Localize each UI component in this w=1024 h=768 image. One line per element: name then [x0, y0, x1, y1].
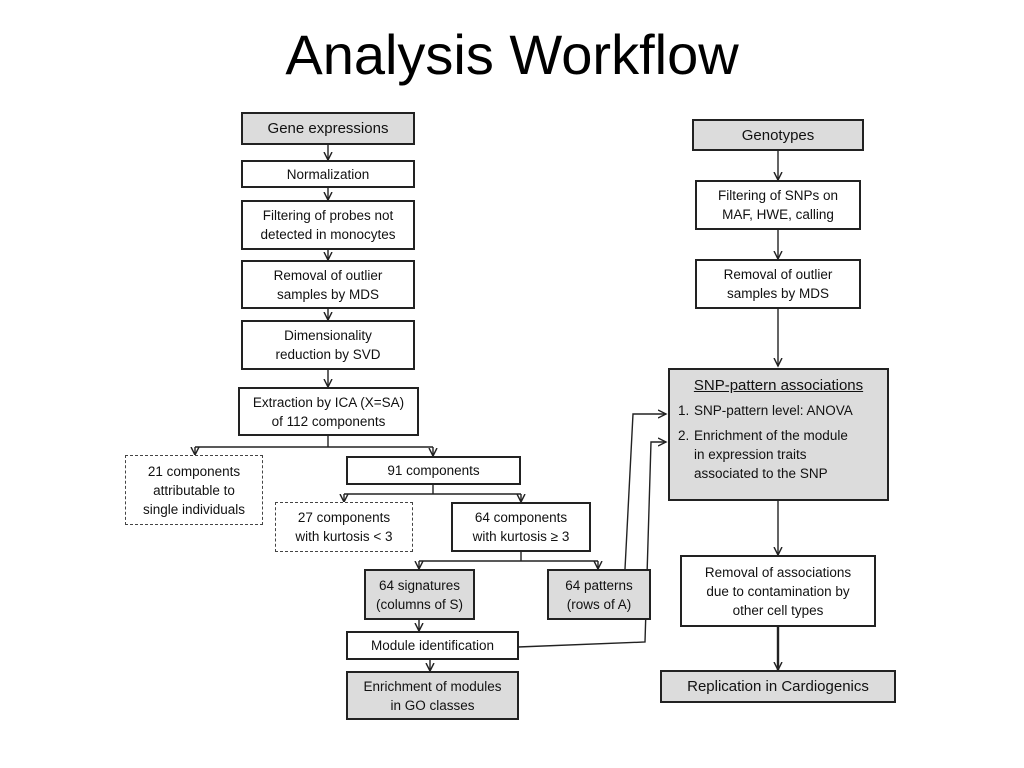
- filtering-snps-line1: Filtering of SNPs on: [717, 188, 839, 203]
- components-27-line1: 27 components: [297, 510, 391, 525]
- snp-associations-item-2: 2. Enrichment of the module in expressio…: [678, 426, 879, 483]
- components-21-box: 21 components attributable to single ind…: [125, 455, 263, 525]
- genotypes-box: Genotypes: [692, 119, 864, 151]
- snp-pattern-associations-box: SNP-pattern associations 1. SNP-pattern …: [668, 368, 889, 501]
- components-27-line2: with kurtosis < 3: [295, 529, 393, 544]
- components-21-line2: attributable to: [153, 482, 235, 498]
- patterns-box: 64 patterns (rows of A): [547, 569, 651, 620]
- removal-outlier-right-line1: Removal of outlier: [723, 267, 833, 282]
- removal-contamination-line1: Removal of associations: [704, 564, 852, 580]
- removal-outlier-left-box: Removal of outlier samples by MDS: [241, 260, 415, 309]
- components-64-line1: 64 components: [474, 510, 568, 525]
- patterns-line1: 64 patterns: [565, 577, 633, 593]
- arrow-patterns-to-snp: [624, 414, 666, 570]
- enrichment-go-line2: in GO classes: [390, 697, 475, 713]
- signatures-line2: (columns of S): [375, 596, 464, 612]
- components-91-label: 91 components: [387, 463, 480, 478]
- replication-box: Replication in Cardiogenics: [660, 670, 896, 703]
- filtering-probes-line2: detected in monocytes: [260, 227, 396, 242]
- module-identification-label: Module identification: [370, 638, 495, 653]
- module-identification-box: Module identification: [346, 631, 519, 660]
- dimensionality-line2: reduction by SVD: [275, 347, 381, 362]
- gene-expressions-label: Gene expressions: [267, 120, 389, 137]
- snp-item-2-line3: associated to the SNP: [694, 466, 828, 481]
- patterns-line2: (rows of A): [566, 596, 632, 612]
- snp-associations-item-1: 1. SNP-pattern level: ANOVA: [678, 401, 879, 420]
- snp-item-2-line1: Enrichment of the module: [694, 428, 848, 443]
- removal-contamination-line3: other cell types: [732, 602, 824, 618]
- removal-outlier-left-line2: samples by MDS: [276, 286, 380, 302]
- components-21-line1: 21 components: [147, 463, 241, 479]
- page-title: Analysis Workflow: [285, 23, 739, 86]
- gene-expressions-box: Gene expressions: [241, 112, 415, 145]
- filtering-snps-box: Filtering of SNPs on MAF, HWE, calling: [695, 180, 861, 230]
- normalization-box: Normalization: [241, 160, 415, 188]
- removal-outlier-left-line1: Removal of outlier: [273, 267, 383, 283]
- snp-associations-heading: SNP-pattern associations: [693, 377, 864, 394]
- dimensionality-box: Dimensionality reduction by SVD: [241, 320, 415, 370]
- enrichment-go-line1: Enrichment of modules: [363, 678, 502, 694]
- snp-item-2-number: 2.: [678, 428, 690, 443]
- extraction-line1: Extraction by ICA (X=SA): [252, 394, 405, 410]
- components-21-line3: single individuals: [142, 501, 246, 517]
- components-64-line2: with kurtosis ≥ 3: [472, 529, 570, 544]
- extraction-line2: of 112 components: [271, 413, 386, 429]
- snp-item-1-number: 1.: [678, 403, 690, 418]
- signatures-line1: 64 signatures: [378, 577, 461, 593]
- removal-contamination-box: Removal of associations due to contamina…: [680, 555, 876, 627]
- components-91-box: 91 components: [346, 456, 521, 485]
- removal-outlier-right-box: Removal of outlier samples by MDS: [695, 259, 861, 309]
- components-27-box: 27 components with kurtosis < 3: [275, 502, 413, 552]
- removal-outlier-right-line2: samples by MDS: [726, 286, 830, 301]
- filtering-probes-line1: Filtering of probes not: [262, 208, 394, 223]
- normalization-label: Normalization: [286, 166, 370, 182]
- components-64-box: 64 components with kurtosis ≥ 3: [451, 502, 591, 552]
- filtering-snps-line2: MAF, HWE, calling: [722, 207, 834, 222]
- filtering-probes-box: Filtering of probes not detected in mono…: [241, 200, 415, 250]
- replication-label: Replication in Cardiogenics: [687, 678, 869, 695]
- extraction-box: Extraction by ICA (X=SA) of 112 componen…: [238, 387, 419, 436]
- snp-item-2-line2: in expression traits: [694, 447, 807, 462]
- enrichment-go-box: Enrichment of modules in GO classes: [346, 671, 519, 720]
- snp-item-1-line1: SNP-pattern level: ANOVA: [694, 403, 853, 418]
- genotypes-label: Genotypes: [741, 126, 815, 144]
- removal-contamination-line2: due to contamination by: [706, 583, 850, 599]
- signatures-box: 64 signatures (columns of S): [364, 569, 475, 620]
- dimensionality-line1: Dimensionality: [284, 328, 372, 343]
- arrow-module-to-snp: [517, 442, 666, 648]
